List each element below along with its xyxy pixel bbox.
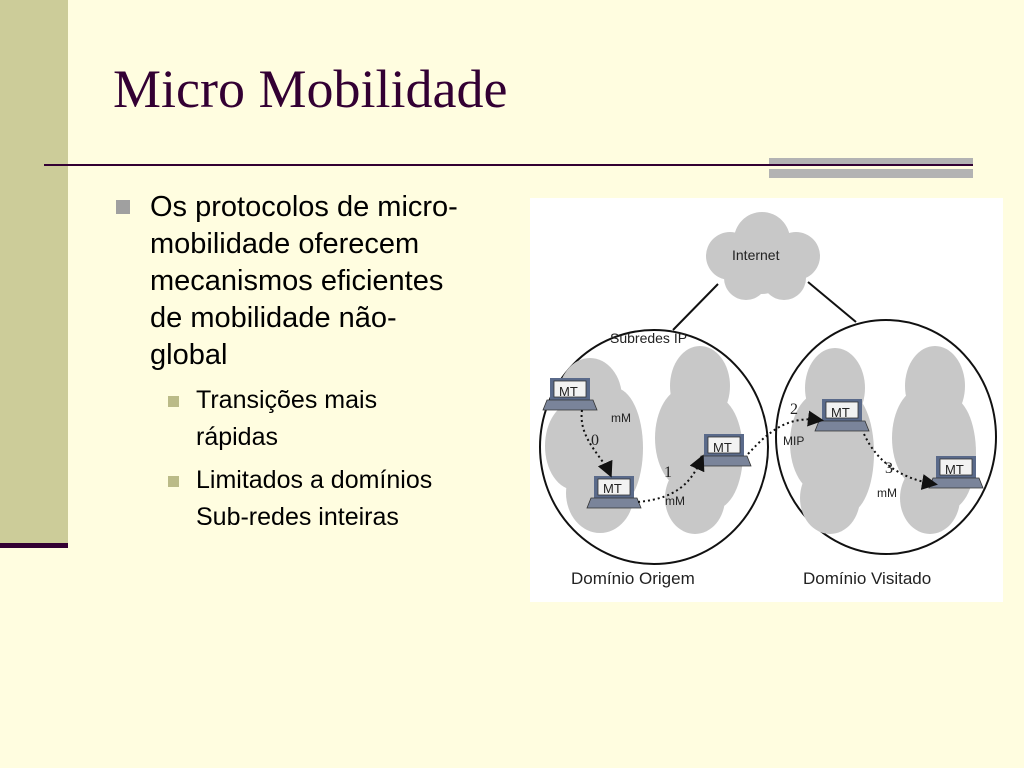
bullet-line: global bbox=[150, 339, 228, 371]
handoff-arrow bbox=[580, 409, 613, 478]
square-bullet-icon bbox=[168, 396, 179, 407]
rule-accent-line bbox=[769, 164, 973, 166]
protocol-label: MIP bbox=[783, 434, 804, 448]
rule-accent-bar bbox=[769, 158, 973, 166]
origin-domain-label: Domínio Origem bbox=[571, 569, 695, 588]
internet-cloud-icon bbox=[706, 212, 820, 300]
terminal-label: MT bbox=[559, 384, 578, 399]
bullet-line: mecanismos eficientes bbox=[150, 265, 444, 297]
terminal-label: MT bbox=[713, 440, 732, 455]
sub-bullet-item: Transições mais rápidas bbox=[116, 382, 516, 456]
terminal-label: MT bbox=[603, 481, 622, 496]
square-bullet-icon bbox=[168, 476, 179, 487]
bullet-item: Os protocolos de micro- mobilidade ofere… bbox=[116, 189, 516, 374]
title-rule bbox=[44, 164, 769, 166]
bullet-line: mobilidade oferecem bbox=[150, 228, 420, 260]
square-bullet-icon bbox=[116, 200, 130, 214]
sub-bullet-line: Transições mais bbox=[196, 386, 378, 414]
rule-accent-bar bbox=[769, 169, 973, 178]
sub-bullet-line: Sub-redes inteiras bbox=[196, 503, 399, 531]
side-bar bbox=[0, 0, 68, 546]
mobility-diagram: Internet Su bbox=[530, 198, 1003, 602]
step-number: 3 bbox=[885, 460, 893, 477]
bullet-line: de mobilidade não- bbox=[150, 302, 397, 334]
step-number: 0 bbox=[591, 432, 599, 449]
protocol-label: mM bbox=[665, 494, 685, 508]
step-number: 1 bbox=[664, 464, 672, 481]
subnets-label: Subredes IP bbox=[610, 330, 687, 346]
terminal-label: MT bbox=[945, 462, 964, 477]
internet-label: Internet bbox=[732, 247, 780, 263]
bullet-line: Os protocolos de micro- bbox=[150, 191, 458, 223]
bullet-list: Os protocolos de micro- mobilidade ofere… bbox=[116, 189, 516, 536]
link-line bbox=[672, 283, 719, 331]
protocol-label: mM bbox=[611, 411, 631, 425]
sub-bullet-item: Limitados a domínios Sub-redes inteiras bbox=[116, 462, 516, 536]
side-bar-accent bbox=[0, 543, 68, 548]
step-number: 2 bbox=[790, 401, 798, 418]
sub-bullet-line: Limitados a domínios bbox=[196, 466, 433, 494]
terminal-label: MT bbox=[831, 405, 850, 420]
link-line bbox=[807, 281, 857, 323]
mobility-diagram-svg: Internet Su bbox=[539, 212, 997, 588]
sub-bullet-line: rápidas bbox=[196, 423, 278, 451]
slide-title: Micro Mobilidade bbox=[113, 59, 508, 119]
handoff-arrow bbox=[637, 454, 705, 503]
visited-domain-label: Domínio Visitado bbox=[803, 569, 931, 588]
protocol-label: mM bbox=[877, 486, 897, 500]
